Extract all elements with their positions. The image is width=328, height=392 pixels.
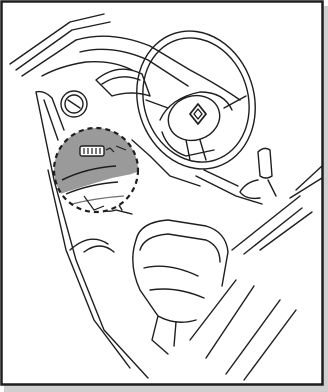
air-vent [61, 91, 87, 117]
obd-socket-icon [80, 146, 104, 156]
